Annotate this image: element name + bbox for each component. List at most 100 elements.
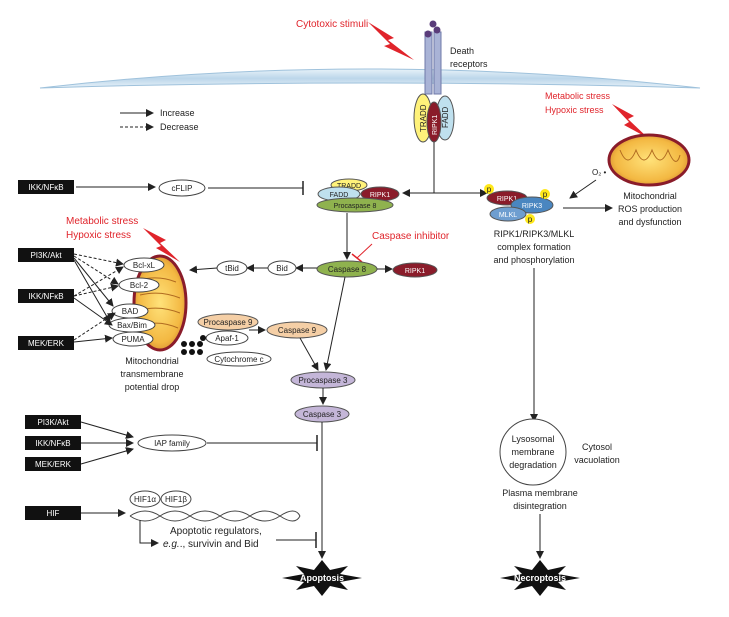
apoptosis-star: Apoptosis (282, 560, 362, 596)
svg-text:IKK/NFκB: IKK/NFκB (35, 439, 70, 448)
svg-text:RIPK1: RIPK1 (370, 192, 390, 199)
necrosome-caption-3: and phosphorylation (493, 255, 574, 265)
cytotoxic-stimuli-label: Cytotoxic stimuli (296, 19, 368, 30)
box-ikk-nfkb-top: IKK/NFκB (18, 180, 74, 194)
svg-text:Procaspase 8: Procaspase 8 (334, 203, 377, 210)
mito-left-caption-2: transmembrane (120, 369, 183, 379)
node-procaspase9: Procaspase 9 (197, 313, 259, 331)
mito-right-caption-2: ROS production (618, 204, 682, 214)
arrow-casp9-procasp3 (299, 337, 319, 371)
svg-text:Apaf-1: Apaf-1 (215, 334, 239, 343)
node-hif1a: HIF1α (129, 490, 161, 508)
mito-right-caption-1: Mitochondrial (623, 191, 677, 201)
hypoxic-stress-left: Hypoxic stress (66, 230, 131, 241)
node-ripk1-free: RIPK1 (392, 262, 438, 278)
upstream-bcl-arrows (73, 253, 124, 343)
svg-text:Bid: Bid (276, 264, 288, 273)
necrosome-caption-2: complex formation (497, 242, 571, 252)
svg-text:Lysosomal: Lysosomal (512, 434, 555, 444)
mitochondrion-right (607, 133, 691, 187)
necroptosis-star: Necroptosis (500, 560, 580, 596)
arrow-casp8-procasp3 (323, 276, 346, 371)
svg-text:IAP family: IAP family (154, 439, 190, 448)
cytochrome-dot-icon (200, 335, 206, 341)
disc-complex: TRADD FADD RIPK1 Procaspase 8 (316, 178, 400, 213)
cell-membrane (39, 68, 701, 89)
svg-text:degradation: degradation (509, 460, 557, 470)
svg-text:TRADD: TRADD (337, 183, 361, 190)
mito-left-caption-1: Mitochondrial (125, 356, 179, 366)
lightning-bolt-icon-left (143, 228, 180, 262)
death-receptors-label-2: receptors (450, 59, 488, 69)
svg-text:MEK/ERK: MEK/ERK (35, 460, 72, 469)
caspase-inhibitor-label: Caspase inhibitor (372, 231, 450, 242)
node-cytochrome-c: Cytochrome c (206, 351, 272, 367)
node-caspase8: Caspase 8 (316, 260, 378, 278)
svg-text:tBid: tBid (225, 264, 239, 273)
svg-text:Procaspase 9: Procaspase 9 (204, 318, 253, 327)
node-bax-bim: Bax/Bim (108, 317, 156, 333)
node-caspase3: Caspase 3 (294, 405, 350, 423)
lightning-bolt-icon-right (612, 104, 648, 138)
inhibit-bar-red (351, 253, 363, 263)
box-ikk-nfkb-3: IKK/NFκB (25, 436, 81, 450)
box-pi3k-akt-2: PI3K/Akt (25, 415, 81, 429)
node-bid: Bid (267, 260, 297, 276)
svg-text:Apoptosis: Apoptosis (300, 573, 344, 583)
svg-text:p: p (528, 215, 533, 224)
box-pi3k-akt-1: PI3K/Akt (18, 248, 74, 262)
cytochrome-c-cluster-icon (181, 341, 203, 355)
mito-right-caption-3: and dysfunction (618, 217, 681, 227)
hypoxic-stress-right: Hypoxic stress (545, 105, 604, 115)
node-tbid: tBid (216, 260, 248, 276)
box-mek-erk-2: MEK/ERK (25, 457, 81, 471)
node-puma: PUMA (112, 331, 154, 347)
svg-text:Necroptosis: Necroptosis (514, 573, 566, 583)
node-iap-family: IAP family (137, 434, 207, 452)
svg-text:FADD: FADD (330, 192, 349, 199)
svg-text:HIF1α: HIF1α (134, 495, 156, 504)
dna-helix-icon (129, 510, 301, 522)
death-receptor: TRADD RIPK1 FADD (413, 20, 455, 143)
node-bad: BAD (111, 303, 149, 319)
arrow-hif-regulators (139, 520, 159, 547)
plasma-caption-2: disintegration (513, 501, 567, 511)
metabolic-stress-left: Metabolic stress (66, 216, 138, 227)
node-cflip: cFLIP (158, 179, 206, 197)
svg-text:RIPK3: RIPK3 (522, 203, 542, 210)
node-bclxl: Bcl-xL (123, 257, 165, 273)
node-bcl2: Bcl-2 (118, 277, 160, 293)
svg-text:Caspase 8: Caspase 8 (328, 265, 367, 274)
death-receptors-label-1: Death (450, 46, 474, 56)
inhibit-caspase-inhibitor (356, 243, 373, 259)
svg-text:RIPK1: RIPK1 (405, 268, 425, 275)
svg-text:PI3K/Akt: PI3K/Akt (30, 251, 62, 260)
svg-text:PI3K/Akt: PI3K/Akt (37, 418, 69, 427)
legend-decrease-label: Decrease (160, 122, 199, 132)
svg-text:RIPK1: RIPK1 (497, 196, 517, 203)
lightning-bolt-icon (368, 22, 414, 60)
svg-text:Cytochrome c: Cytochrome c (214, 355, 263, 364)
svg-text:Bcl-xL: Bcl-xL (133, 261, 156, 270)
svg-text:BAD: BAD (122, 307, 139, 316)
svg-text:p: p (543, 190, 548, 199)
lysosome: Lysosomal membrane degradation (499, 418, 567, 486)
arrow-tbid-mito (189, 265, 218, 274)
box-hif: HIF (25, 506, 81, 520)
svg-text:MLKL: MLKL (499, 212, 517, 219)
node-procaspase3: Procaspase 3 (290, 371, 356, 389)
node-caspase9: Caspase 9 (266, 321, 328, 339)
upstream-iap-arrows (80, 421, 134, 465)
svg-text:Bax/Bim: Bax/Bim (117, 321, 147, 330)
box-mek-erk-1: MEK/ERK (18, 336, 74, 350)
svg-text:Caspase 3: Caspase 3 (303, 410, 342, 419)
box-ikk-nfkb-2: IKK/NFκB (18, 289, 74, 303)
cytosol-caption-2: vacuolation (574, 455, 620, 465)
svg-text:PUMA: PUMA (121, 335, 145, 344)
regulators-line-1: Apoptotic regulators, (170, 526, 262, 537)
legend-increase-label: Increase (160, 108, 195, 118)
receptor-fadd: FADD (441, 106, 450, 128)
regulators-line-2: e.g.., survivin and Bid (163, 539, 259, 550)
svg-text:Caspase 9: Caspase 9 (278, 326, 317, 335)
